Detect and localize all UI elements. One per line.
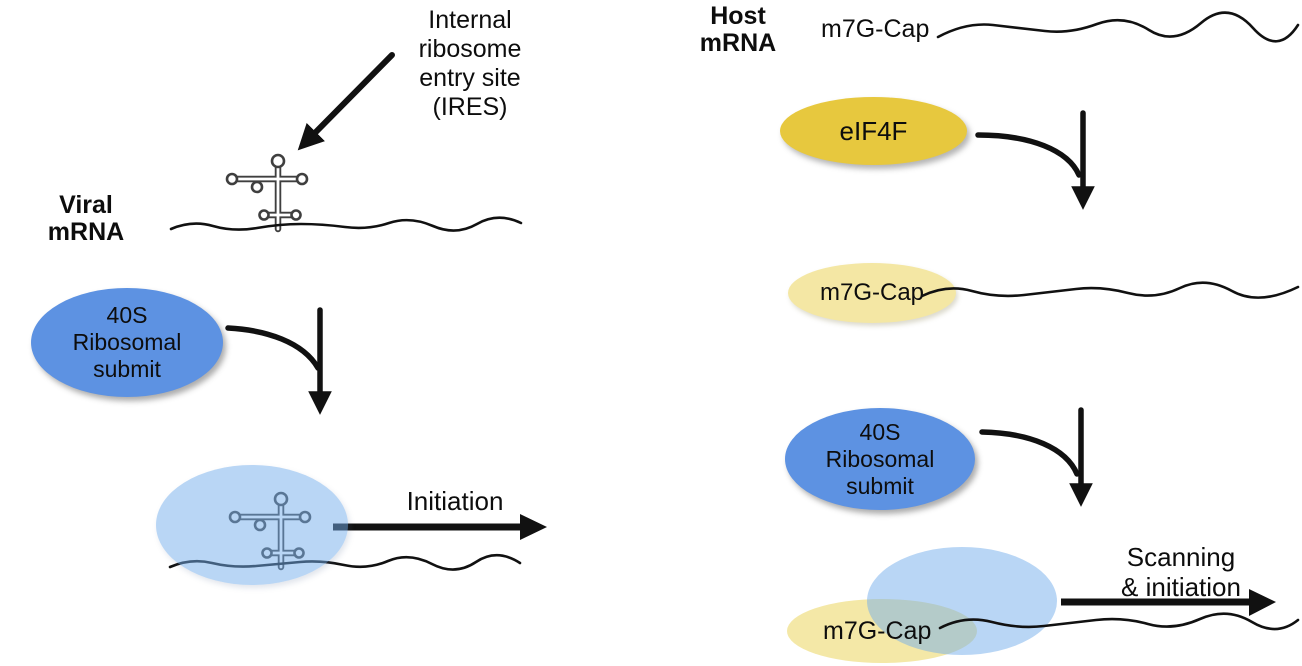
host-scanning-complex-ellipse — [867, 547, 1057, 655]
eif4f-ellipse: eIF4F — [780, 97, 967, 165]
eif4f-label: eIF4F — [839, 115, 908, 146]
viral-mrna-title: Viral mRNA — [47, 191, 125, 246]
viral-40s-subunit-ellipse: 40S Ribosomal submit — [31, 288, 223, 397]
host-cap-bottom-label: m7G-Cap — [823, 617, 932, 645]
initiation-step-label: Initiation — [406, 486, 504, 516]
viral-mrna-strand — [169, 216, 523, 232]
host-cap-mid-label: m7G-Cap — [819, 279, 925, 306]
viral-40s-subunit-label: 40S Ribosomal submit — [72, 302, 182, 382]
host-mrna-strand-top — [936, 11, 1300, 43]
viral-40s-recruitment-curve — [225, 325, 321, 371]
ires-pointer-arrow — [297, 52, 395, 151]
host-mrna-strand-mid — [920, 281, 1300, 299]
ires-annotation: Internal ribosome entry site (IRES) — [418, 6, 522, 121]
viral-initiation-complex-ellipse — [156, 465, 348, 585]
initiation-arrowhead-icon — [520, 514, 547, 540]
host-capped-mrna-ellipse: m7G-Cap — [788, 263, 956, 323]
host-mrna-title: Host mRNA — [699, 2, 777, 57]
ires-structure — [227, 155, 307, 229]
host-40s-subunit-label: 40S Ribosomal submit — [825, 418, 935, 499]
host-40s-subunit-ellipse: 40S Ribosomal submit — [785, 408, 975, 510]
host-cap-top-label: m7G-Cap — [821, 15, 930, 43]
scanning-step-label: Scanning & initiation — [1121, 542, 1241, 602]
eif4f-recruitment-curve — [975, 132, 1082, 178]
host-40s-recruitment-curve — [979, 429, 1080, 477]
